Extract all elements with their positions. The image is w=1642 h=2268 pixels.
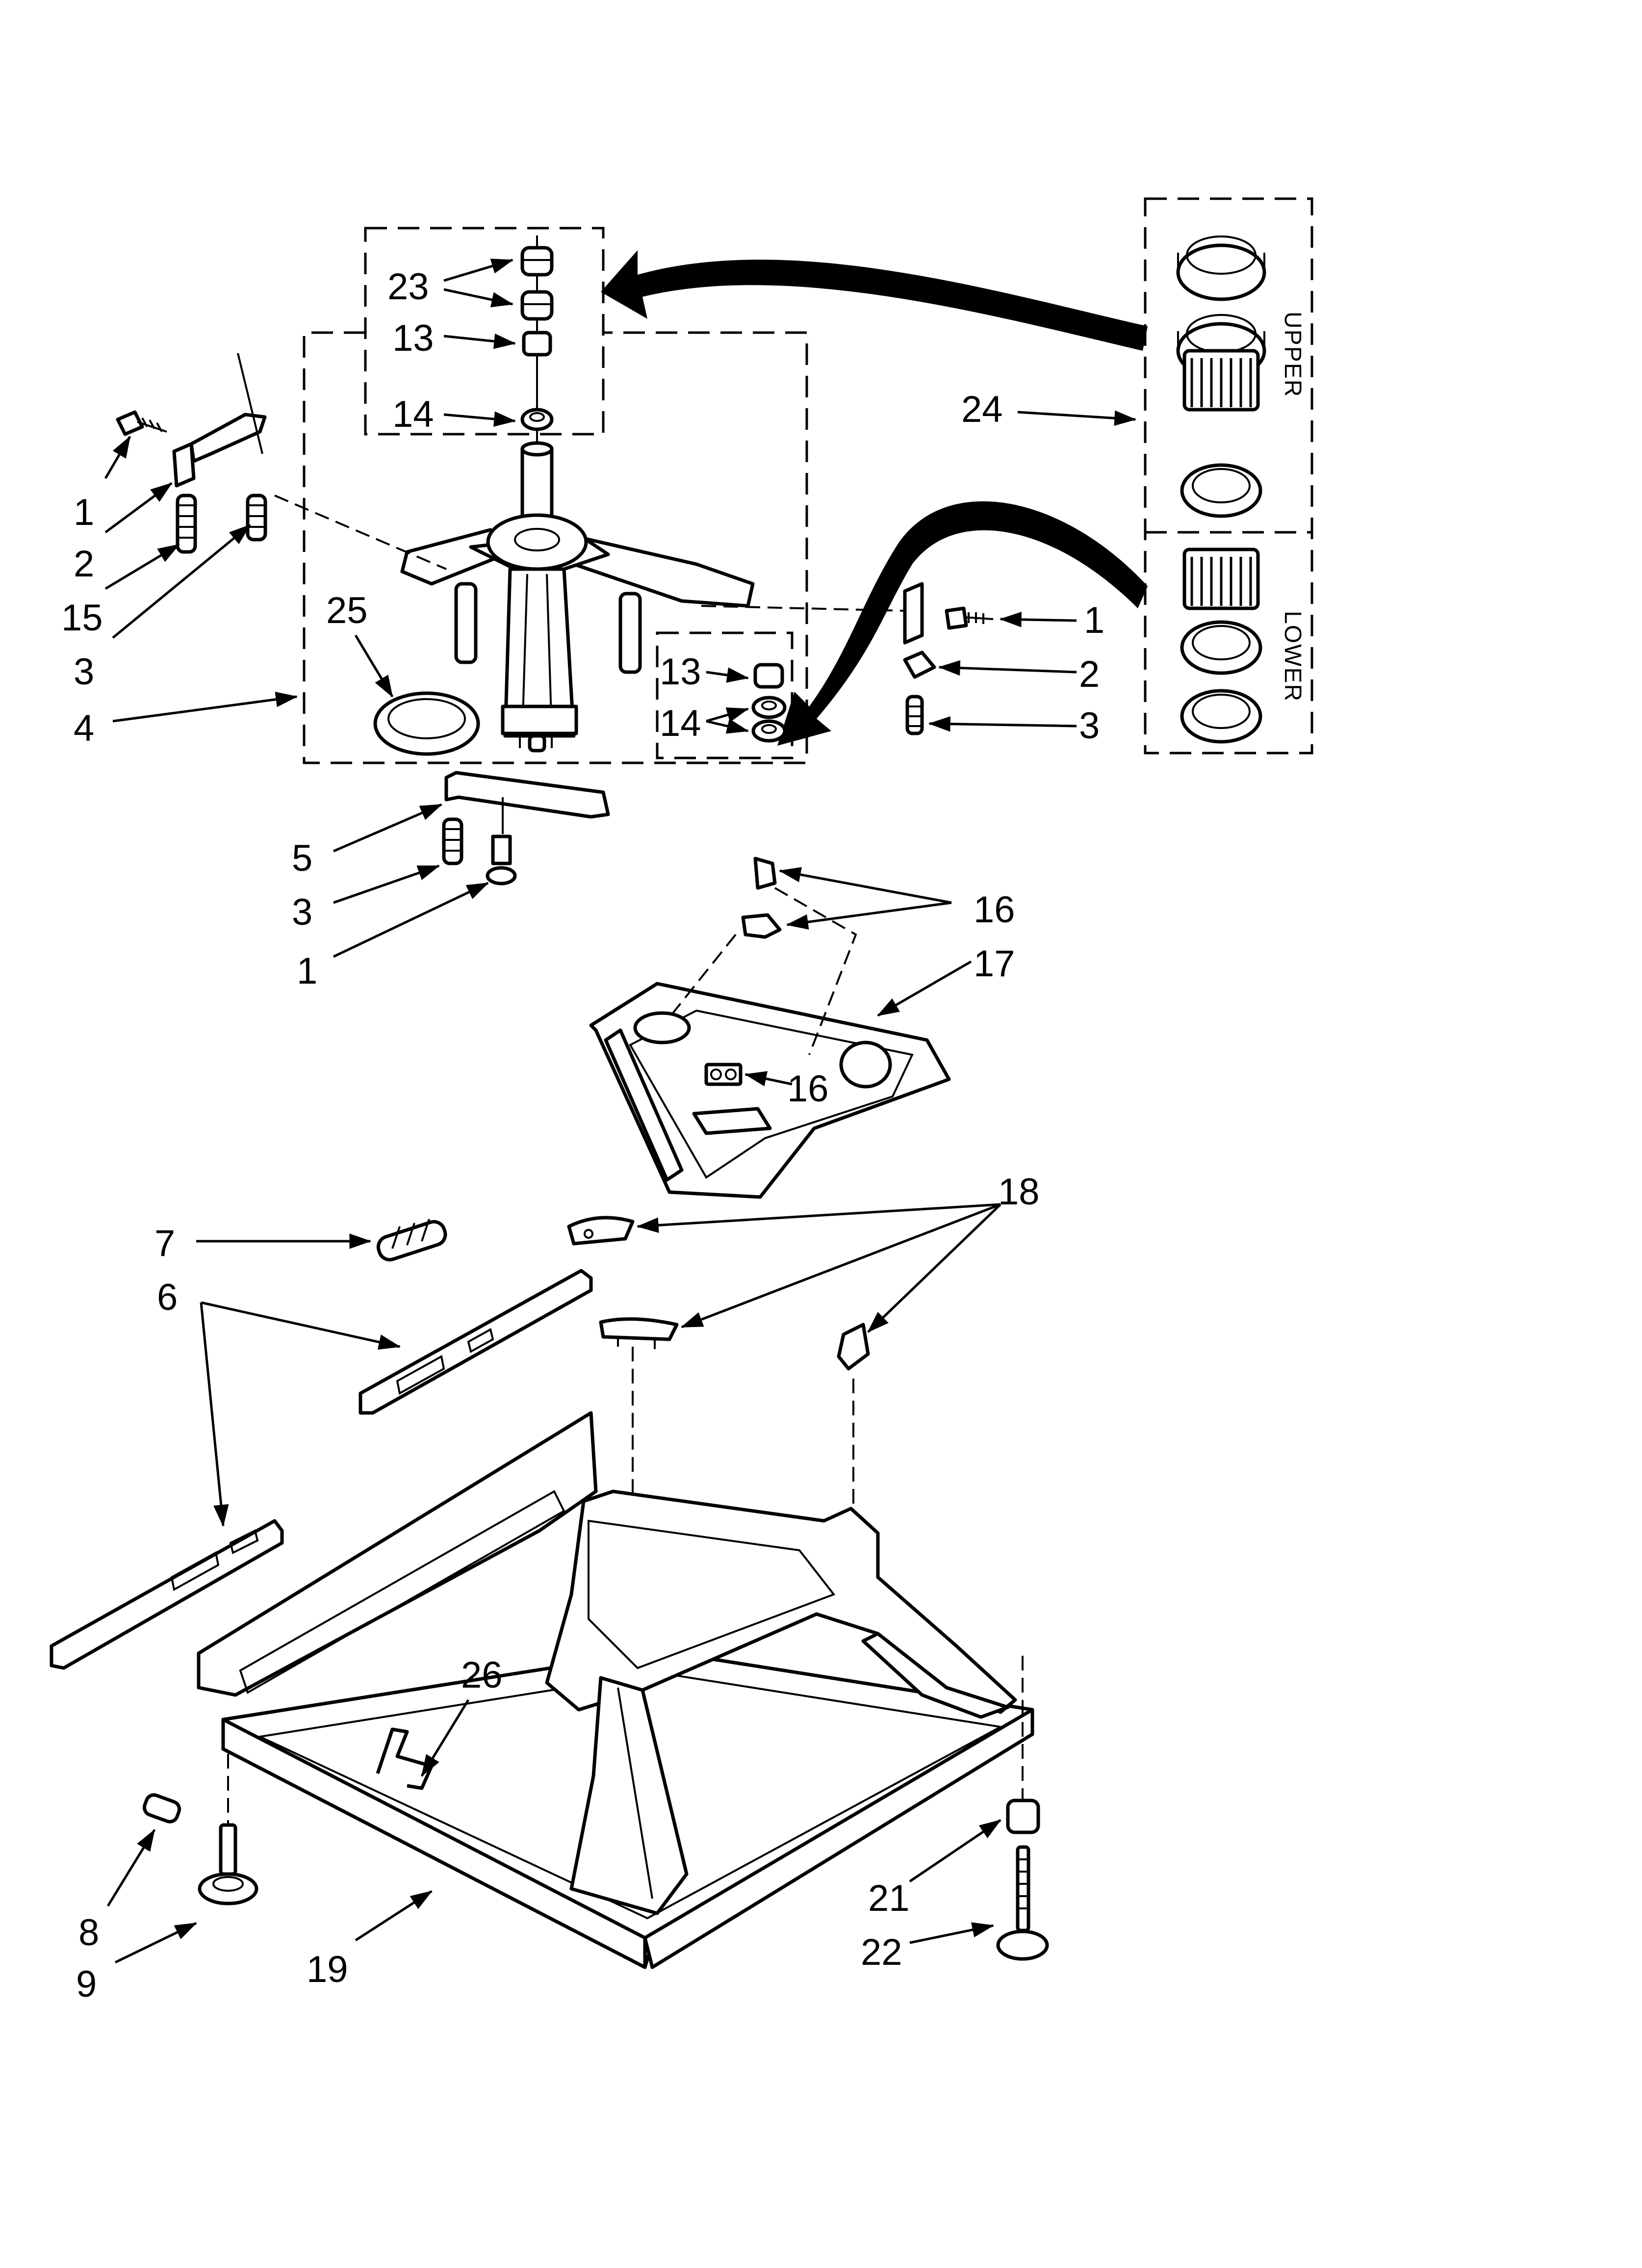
callout-6: 6: [157, 1277, 178, 1318]
upper-bushing-box: [364, 227, 605, 436]
leader-lines: [104, 259, 1137, 1964]
callout-26: 26: [461, 1654, 503, 1696]
splined-bushing: [1182, 349, 1260, 412]
spring-bottom-3: [442, 817, 463, 865]
snubber-pad-2: [599, 1317, 679, 1349]
callout-3: 3: [1079, 705, 1100, 747]
hinge-wire: [376, 1727, 434, 1790]
seal-upper: [520, 408, 554, 431]
pad-top: [753, 857, 777, 890]
callout-18: 18: [998, 1171, 1040, 1213]
snubber-pad-1: [567, 1216, 635, 1246]
mechanism-assembly-box: [303, 331, 808, 764]
callout-2: 2: [74, 543, 94, 585]
bolt-right: [945, 606, 994, 630]
dash-guide: [274, 495, 447, 570]
seal-lower-2: [751, 719, 787, 743]
spring-left-15: [176, 494, 197, 554]
bushing-kit-lower: LOWER: [1180, 547, 1306, 744]
callout-5: 5: [292, 837, 312, 879]
callout-2: 2: [1079, 653, 1100, 695]
spring-left-3: [246, 494, 267, 542]
dash-guide: [666, 934, 737, 1021]
callout-24: 24: [961, 389, 1003, 430]
callout-8: 8: [78, 1912, 99, 1954]
callout-9: 9: [76, 1963, 97, 2005]
spring-7: [376, 1219, 447, 1262]
callout-14: 14: [660, 703, 701, 744]
callout-13: 13: [660, 651, 701, 693]
leveling-leg-left: [198, 1754, 258, 1905]
callout-17: 17: [974, 943, 1015, 985]
upper-kit-pointer-arrow: [601, 250, 1148, 351]
kit-lower-label: LOWER: [1280, 611, 1306, 702]
seal-ring: [1180, 689, 1262, 744]
callout-4: 4: [74, 707, 94, 749]
bushing-kit-upper: UPPER: [1176, 235, 1306, 518]
pad-bottom: [704, 1063, 743, 1086]
cam-bushing-lower: [753, 663, 784, 689]
pad-middle: [741, 913, 782, 939]
bolt-left: [116, 410, 167, 436]
spring-right-3: [905, 695, 924, 735]
callout-14: 14: [392, 393, 434, 435]
base-frame: [197, 1411, 1034, 1969]
callout-21: 21: [868, 1877, 910, 1919]
leveling-leg-right: [996, 1845, 1049, 1961]
cam-bushing-upper: [522, 331, 552, 357]
support-bar-lower: [50, 1519, 284, 1670]
support-bar-upper: [359, 1269, 593, 1415]
leg-nut-21: [1006, 1656, 1040, 1834]
mechanism-assembly: [400, 441, 755, 753]
callout-23: 23: [387, 266, 429, 308]
dash-guide: [701, 605, 905, 612]
callout-1: 1: [297, 950, 317, 992]
callout-25: 25: [326, 590, 368, 631]
pin-8: [142, 1793, 181, 1824]
kit-box: [1144, 197, 1313, 755]
callout-1: 1: [74, 492, 94, 533]
bottom-bracket: [444, 771, 610, 834]
lower-kit-pointer-arrow: [777, 501, 1148, 746]
lower-bushing-box: [656, 631, 794, 759]
seal-ring: [1180, 463, 1262, 518]
right-bracket: [903, 582, 936, 679]
bolt-bottom: [486, 834, 517, 886]
left-bracket: [172, 353, 267, 488]
upper-bushing-bottom: [520, 290, 554, 321]
bushing-ring: [1176, 235, 1266, 301]
kit-upper-label: UPPER: [1280, 312, 1306, 397]
callout-22: 22: [861, 1931, 902, 1973]
upper-bushing-top: [520, 246, 554, 277]
dash-guide: [774, 887, 857, 1055]
suspension-frame: [589, 982, 951, 1199]
seal-ring: [1180, 620, 1262, 675]
seal-lower-1: [751, 696, 787, 719]
callout-1: 1: [1084, 600, 1104, 641]
splined-bushing: [1182, 547, 1260, 610]
snubber-pad-3: [837, 1323, 870, 1371]
callout-7: 7: [154, 1223, 175, 1264]
callout-15: 15: [61, 597, 103, 639]
callout-3: 3: [292, 891, 312, 933]
callout-19: 19: [307, 1949, 348, 1990]
callout-16: 16: [974, 889, 1015, 931]
callout-3: 3: [74, 651, 94, 693]
callout-16: 16: [787, 1068, 829, 1110]
callout-13: 13: [392, 317, 434, 359]
bearing-ring: [373, 691, 480, 756]
callout-labels: 23 13 14 24 1 2 15 3 4 25 13 14 1 2 3 5 …: [61, 266, 1104, 2005]
